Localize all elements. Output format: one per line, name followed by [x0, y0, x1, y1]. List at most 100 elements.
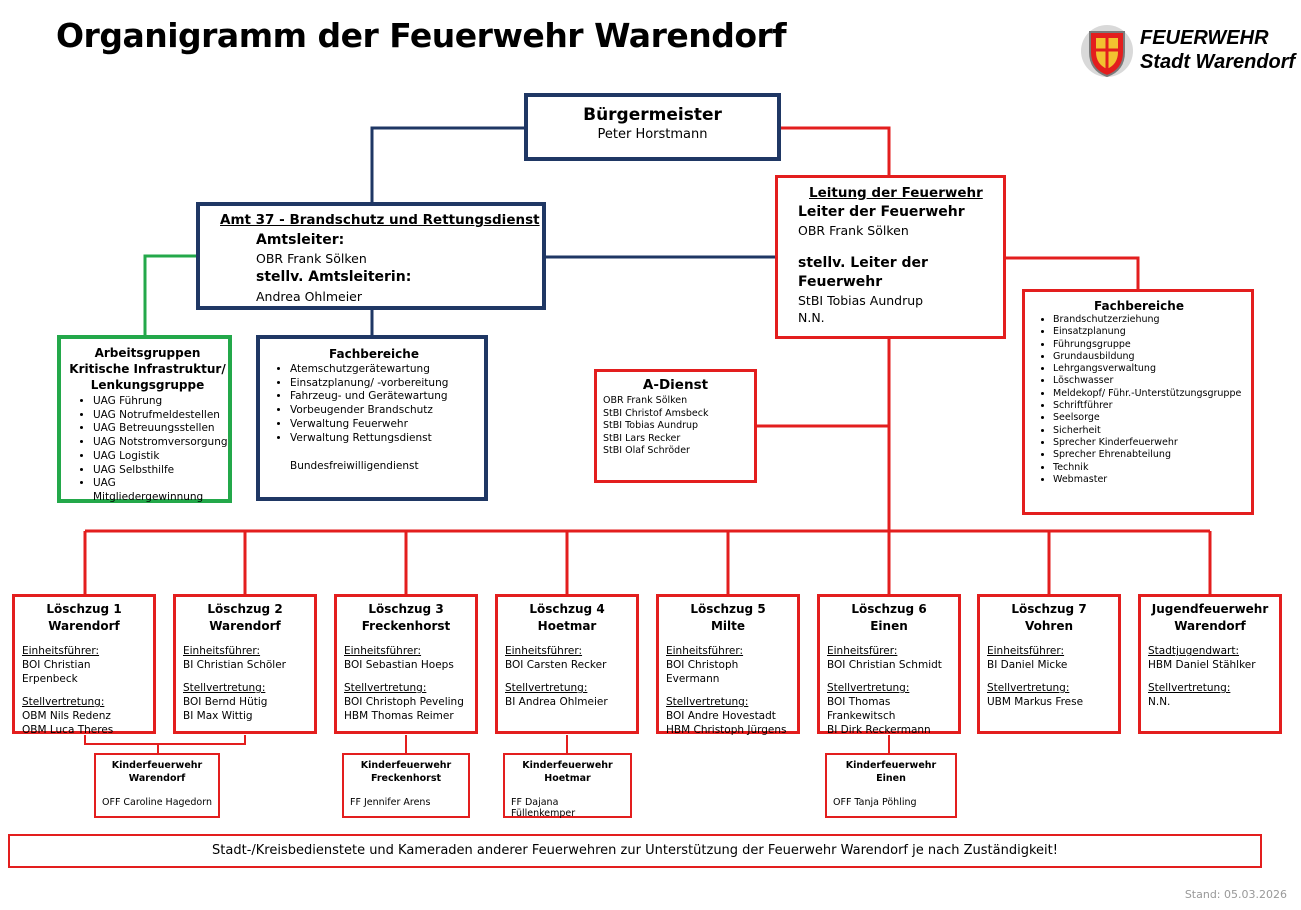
stellvertretung-name: BI Max Wittig	[183, 710, 253, 722]
kinderfeuerwehr-hoetmar-box: Kinderfeuerwehr Hoetmar FF Dajana Füllen…	[503, 753, 632, 819]
leiter-name: OBR Frank Sölken	[798, 223, 909, 238]
leitung-box: Leitung der Feuerwehr Leiter der Feuerwe…	[775, 175, 1006, 339]
kinderfeuerwehr-einen-box: Kinderfeuerwehr Einen OFF Tanja Pöhling	[825, 753, 957, 818]
list-item: Führungsgruppe	[1053, 339, 1251, 351]
list-item: Einsatzplanung/ -vorbereitung	[290, 377, 484, 391]
einheitsfuehrer-label: Einheitsfürer:	[827, 645, 898, 657]
stellvertretung-name: BI Andrea Ohlmeier	[505, 696, 608, 708]
page-title: Organigramm der Feuerwehr Warendorf	[56, 16, 787, 55]
stellvertretung-label: Stellvertretung:	[22, 696, 105, 708]
loeschzug-title-2: Warendorf	[209, 619, 281, 633]
loeschzug-title-1: Löschzug 6	[851, 602, 927, 616]
amt37-title: Amt 37 - Brandschutz und Rettungsdienst	[220, 212, 540, 228]
list-item: Löschwasser	[1053, 375, 1251, 387]
line-bm-amt	[370, 126, 527, 204]
stellvertretung-label: Stellvertretung:	[827, 682, 910, 694]
list-item: Sprecher Ehrenabteilung	[1053, 449, 1251, 461]
arbeitsgruppen-box: Arbeitsgruppen Kritische Infrastruktur/ …	[57, 335, 232, 503]
stellvertretung-name: BI Dirk Reckermann	[827, 724, 931, 736]
loeschzug-title-2: Warendorf	[48, 619, 120, 633]
list-item: Technik	[1053, 462, 1251, 474]
list-item: UAG Betreuungsstellen	[93, 422, 228, 436]
stellvertretung-label: Stellvertretung:	[666, 696, 749, 708]
fachbereiche-amt-box: Fachbereiche Atemschutzgerätewartung Ein…	[256, 335, 488, 501]
kinderfeuerwehr-name: FF Jennifer Arens	[350, 797, 431, 808]
stellvertretung-label: Stellvertretung:	[987, 682, 1070, 694]
fachbereiche-fw-box: Fachbereiche Brandschutzerziehung Einsat…	[1022, 289, 1254, 515]
list-item: Seelsorge	[1053, 412, 1251, 424]
stellvertretung-name: OBM Luca Theres	[22, 724, 114, 736]
fachbereiche-fw-list: Brandschutzerziehung Einsatzplanung Führ…	[1027, 314, 1251, 486]
fachbereiche-amt-extra: Bundesfreiwilligendienst	[290, 460, 419, 473]
list-item: Sicherheit	[1053, 425, 1251, 437]
kinderfeuerwehr-name: OFF Caroline Hagedorn	[102, 797, 212, 808]
kinderfeuerwehr-name: OFF Tanja Pöhling	[833, 797, 917, 808]
einheitsfuehrer-label: Einheitsführer:	[344, 645, 422, 657]
adienst-title: A-Dienst	[642, 377, 709, 393]
kinderfeuerwehr-warendorf-box: Kinderfeuerwehr Warendorf OFF Caroline H…	[94, 753, 220, 818]
loeschzug-4-box: Löschzug 4 Hoetmar Einheitsführer: BOI C…	[495, 594, 639, 734]
stellv-amtsleiterin-label: stellv. Amtsleiterin:	[256, 269, 412, 285]
stellvertretung-name: N.N.	[1148, 696, 1171, 708]
kinderfeuerwehr-title-2: Einen	[876, 773, 906, 784]
kinderfeuerwehr-name: FF Dajana Füllenkemper	[511, 797, 576, 819]
list-item: Sprecher Kinderfeuerwehr	[1053, 437, 1251, 449]
list-item: StBI Tobias Aundrup	[603, 420, 699, 431]
fachbereiche-amt-title: Fachbereiche	[329, 347, 419, 361]
line-bm-leitung	[778, 126, 891, 177]
loeschzug-title-2: Vohren	[1024, 619, 1074, 633]
list-item: UAG Logistik	[93, 450, 228, 464]
stellv-leiter-label: stellv. Leiter der Feuerwehr	[798, 255, 928, 290]
buergermeister-box: Bürgermeister Peter Horstmann	[524, 93, 781, 161]
list-item: StBI Christof Amsbeck	[603, 407, 709, 419]
loeschzug-2-box: Löschzug 2 Warendorf Einheitsführer: BI …	[173, 594, 317, 734]
arbeitsgruppen-title-1: Arbeitsgruppen	[94, 346, 201, 360]
stellvertretung-label: Stellvertretung:	[344, 682, 427, 694]
stellvertretung-label: Stellvertretung:	[183, 682, 266, 694]
list-item: UAG Führung	[93, 395, 228, 409]
stadtjugendwart-name: HBM Daniel Stählker	[1148, 659, 1256, 671]
loeschzug-title-2: Milte	[710, 619, 746, 633]
einheitsfuehrer-name: BOI Sebastian Hoeps	[344, 659, 454, 671]
list-item: Fahrzeug- und Gerätewartung	[290, 390, 484, 404]
einheitsfuehrer-name: BI Christian Schöler	[183, 659, 287, 671]
list-item: Einsatzplanung	[1053, 326, 1251, 338]
einheitsfuehrer-name: BI Daniel Micke	[987, 659, 1068, 671]
buergermeister-title: Bürgermeister	[583, 105, 722, 125]
kinderfeuerwehr-title-1: Kinderfeuerwehr	[111, 760, 203, 771]
amt37-box: Amt 37 - Brandschutz und Rettungsdienst …	[196, 202, 546, 310]
loeschzug-5-box: Löschzug 5 Milte Einheitsführer: BOI Chr…	[656, 594, 800, 736]
stadtjugendwart-label: Stadtjugendwart:	[1148, 645, 1240, 657]
list-item: UAG Selbsthilfe	[93, 464, 228, 478]
list-item: Brandschutzerziehung	[1053, 314, 1251, 326]
list-item: Atemschutzgerätewartung	[290, 363, 484, 377]
arbeitsgruppen-title-2: Kritische Infrastruktur/	[69, 362, 226, 376]
einheitsfuehrer-label: Einheitsführer:	[22, 645, 100, 657]
stellvertretung-name: BOI Christoph Peveling	[344, 696, 464, 708]
kinderfeuerwehr-title-1: Kinderfeuerwehr	[845, 760, 937, 771]
stellvertretung-name: BOI Bernd Hütig	[183, 696, 268, 708]
logo-line-2: Stadt Warendorf	[1140, 51, 1296, 73]
arbeitsgruppen-title-3: Lenkungsgruppe	[90, 378, 205, 392]
kinderfeuerwehr-title-2: Freckenhorst	[370, 773, 442, 784]
buergermeister-name: Peter Horstmann	[597, 127, 708, 142]
list-item: UAG Notstromversorgung	[93, 436, 228, 450]
loeschzug-title-1: Löschzug 3	[368, 602, 444, 616]
fachbereiche-amt-list: Atemschutzgerätewartung Einsatzplanung/ …	[264, 363, 484, 445]
loeschzug-title-1: Löschzug 5	[690, 602, 766, 616]
stellvertretung-label: Stellvertretung:	[1148, 682, 1231, 694]
list-item: StBI Olaf Schröder	[603, 445, 690, 456]
stellv-leiter-name-2: N.N.	[798, 310, 825, 325]
adienst-list: OBR Frank Sölken StBI Christof Amsbeck S…	[603, 395, 748, 458]
einheitsfuehrer-name: BOI Christian Erpenbeck	[22, 659, 91, 685]
stellvertretung-name: BOI Andre Hovestadt	[666, 710, 776, 722]
loeschzug-title-2: Hoetmar	[537, 619, 597, 633]
stellvertretung-name: OBM Nils Redenz	[22, 710, 111, 722]
list-item: Vorbeugender Brandschutz	[290, 404, 484, 418]
stellv-amtsleiterin-name: Andrea Ohlmeier	[256, 289, 362, 304]
leiter-label: Leiter der Feuerwehr	[798, 204, 965, 220]
list-item: OBR Frank Sölken	[603, 395, 688, 406]
loeschzug-title-1: Jugendfeuerwehr	[1151, 602, 1269, 616]
stellvertretung-name: BOI Thomas Frankewitsch	[827, 696, 896, 722]
